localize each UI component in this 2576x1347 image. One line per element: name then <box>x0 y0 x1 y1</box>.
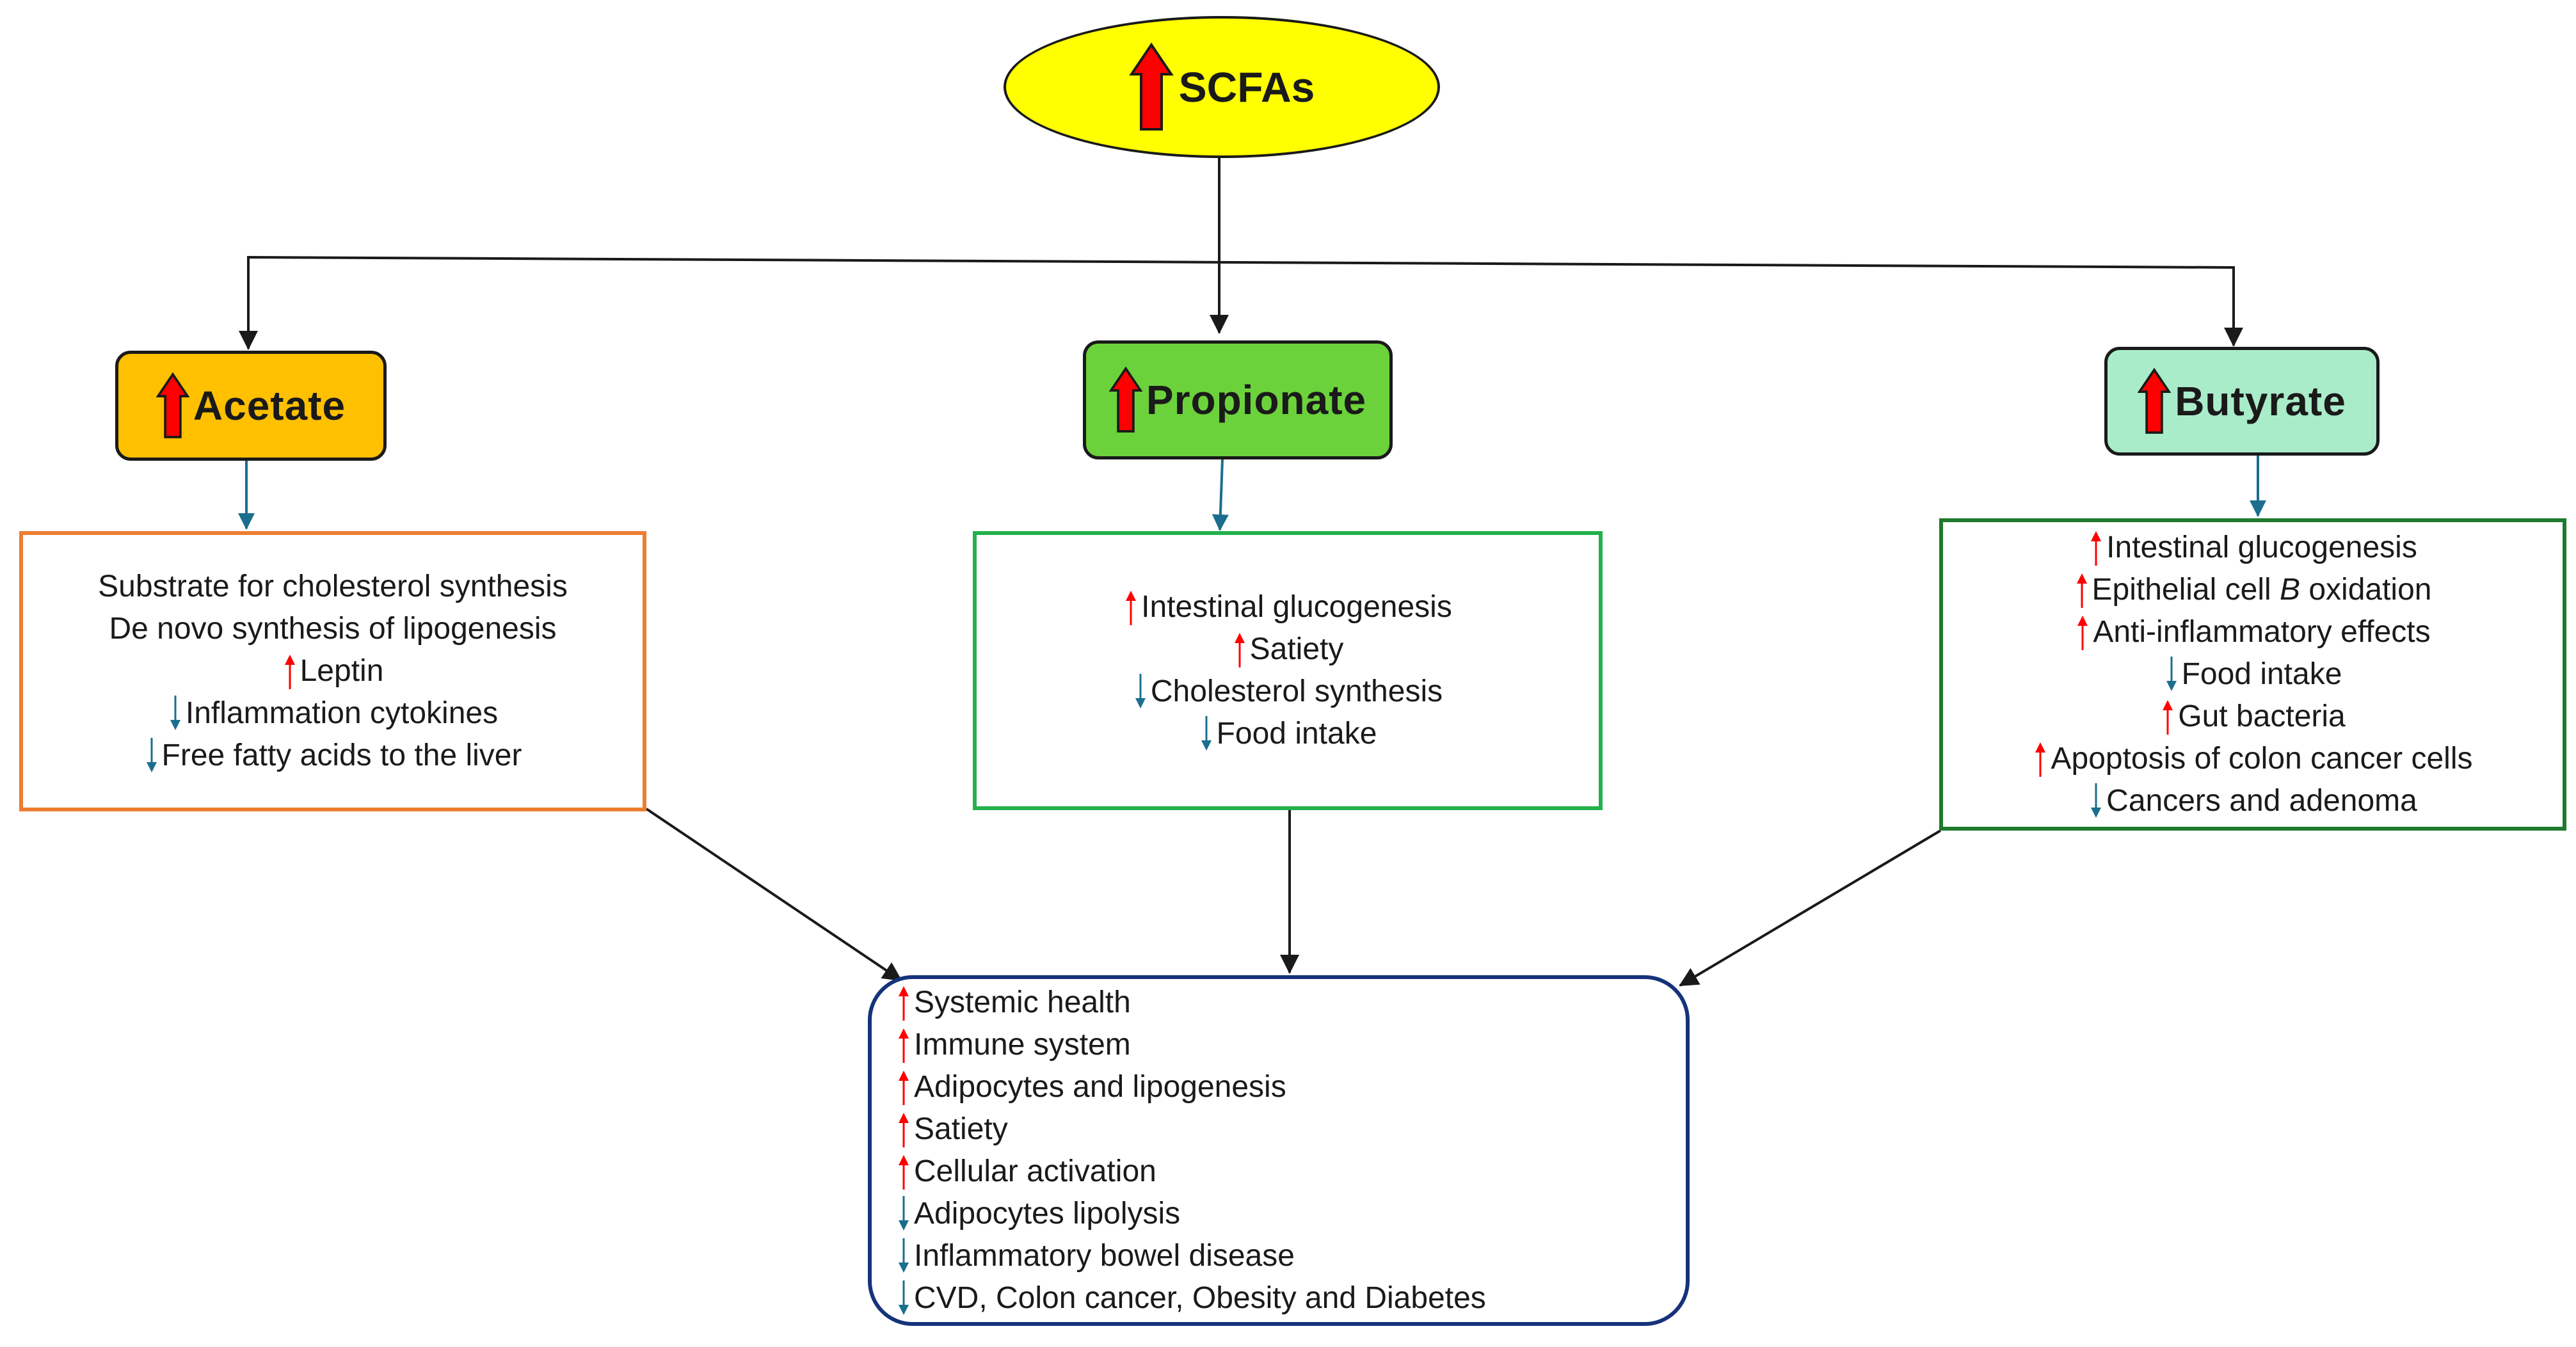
small-down-arrow-icon <box>2091 783 2102 818</box>
small-down-arrow-icon <box>1135 674 1146 708</box>
effect-item: Food intake <box>2164 653 2342 696</box>
small-up-arrow-icon <box>284 655 295 689</box>
small-up-arrow-icon <box>899 1071 909 1105</box>
effect-text: Adipocytes lipolysis <box>914 1197 1181 1231</box>
effect-item: Satiety <box>896 1108 1008 1151</box>
small-down-arrow-icon <box>170 696 180 730</box>
effect-item: CVD, Colon cancer, Obesity and Diabetes <box>896 1277 1486 1319</box>
link-propionate-box <box>1212 459 1229 531</box>
effect-item: Free fatty acids to the liver <box>144 735 522 777</box>
small-up-arrow-icon <box>899 1155 909 1190</box>
effect-item: Satiety <box>1232 628 1344 671</box>
effect-text: Inflammatory bowel disease <box>914 1239 1295 1273</box>
effect-text: Food intake <box>1216 717 1377 751</box>
effect-text: Systemic health <box>914 985 1131 1019</box>
small-up-arrow-icon <box>2076 573 2087 608</box>
butyrate-label: Butyrate <box>2175 378 2346 424</box>
scfas-label: SCFAs <box>1178 63 1315 111</box>
effect-item: Food intake <box>1199 713 1377 755</box>
small-down-arrow-icon <box>899 1280 909 1315</box>
effect-item: Inflammation cytokines <box>168 692 498 735</box>
effect-text: Leptin <box>300 654 384 688</box>
small-up-arrow-icon <box>1126 591 1137 625</box>
effect-text: Substrate for cholesterol synthesis <box>98 570 568 603</box>
effect-item: Cholesterol synthesis <box>1133 671 1443 713</box>
acetate-label: Acetate <box>193 383 346 429</box>
effect-text: Anti-inflammatory effects <box>2093 615 2431 649</box>
big-up-arrow-icon <box>2138 367 2172 434</box>
effect-item: De novo synthesis of lipogenesis <box>109 608 556 650</box>
small-up-arrow-icon <box>899 986 909 1021</box>
effect-text: Food intake <box>2181 657 2342 691</box>
effect-item: Immune system <box>896 1024 1131 1066</box>
effect-text: Free fatty acids to the liver <box>161 738 522 772</box>
effect-item: Anti-inflammatory effects <box>2075 611 2431 653</box>
acetate-effects-box: Substrate for cholesterol synthesis De no… <box>19 531 646 811</box>
effect-item: Cellular activation <box>896 1151 1156 1193</box>
big-up-arrow-icon <box>156 372 189 438</box>
effect-item: Intestinal glucogenesis <box>2088 527 2417 569</box>
effect-text: Intestinal glucogenesis <box>1141 590 1452 624</box>
small-up-arrow-icon <box>2035 742 2046 777</box>
effect-item: Inflammatory bowel disease <box>896 1235 1295 1277</box>
effect-text: Cellular activation <box>914 1154 1156 1188</box>
big-up-arrow-icon <box>1108 366 1142 433</box>
effect-text: Immune system <box>914 1028 1131 1062</box>
small-down-arrow-icon <box>2166 657 2177 691</box>
effect-item: Adipocytes and lipogenesis <box>896 1066 1286 1108</box>
link-acetate-outcome <box>645 808 902 982</box>
small-down-arrow-icon <box>899 1238 909 1273</box>
acetate-node: Acetate <box>115 351 387 461</box>
effect-item: Intestinal glucogenesis <box>1123 586 1452 628</box>
effect-text: Gut bacteria <box>2178 699 2346 733</box>
scfas-node: SCFAs <box>1004 16 1440 158</box>
small-up-arrow-icon <box>2091 531 2102 566</box>
effect-item: Adipocytes lipolysis <box>896 1193 1180 1235</box>
small-down-arrow-icon <box>146 738 157 772</box>
effect-text: Adipocytes and lipogenesis <box>914 1070 1286 1104</box>
branch-bar <box>247 255 2243 349</box>
effect-item: Cancers and adenoma <box>2088 780 2417 822</box>
effect-item: Substrate for cholesterol synthesis <box>98 566 568 608</box>
effect-text: Cholesterol synthesis <box>1150 674 1443 708</box>
small-down-arrow-icon <box>899 1196 909 1231</box>
small-up-arrow-icon <box>899 1113 909 1147</box>
effect-text: Intestinal glucogenesis <box>2106 530 2417 564</box>
effect-text: CVD, Colon cancer, Obesity and Diabetes <box>914 1281 1486 1315</box>
effect-text: Cancers and adenoma <box>2106 784 2417 818</box>
effect-text: Satiety <box>914 1112 1008 1146</box>
effect-text: De novo synthesis of lipogenesis <box>109 612 557 646</box>
small-down-arrow-icon <box>1201 716 1212 751</box>
effect-text: Satiety <box>1249 632 1344 666</box>
small-up-arrow-icon <box>2077 616 2088 650</box>
propionate-label: Propionate <box>1146 377 1367 423</box>
effect-text: Apoptosis of colon cancer cells <box>2051 742 2473 776</box>
small-up-arrow-icon <box>1234 633 1245 667</box>
big-up-arrow-icon <box>1128 42 1174 131</box>
small-up-arrow-icon <box>2163 700 2173 735</box>
effect-text: Inflammation cytokines <box>185 696 499 730</box>
effect-item: Systemic health <box>896 982 1131 1024</box>
effect-item: Epithelial cell B oxidation <box>2074 569 2432 611</box>
propionate-node: Propionate <box>1083 340 1393 459</box>
effect-item: Gut bacteria <box>2160 696 2346 738</box>
small-up-arrow-icon <box>899 1028 909 1063</box>
effect-item: Leptin <box>282 650 384 692</box>
link-butyrate-outcome <box>1679 829 1942 987</box>
butyrate-node: Butyrate <box>2104 347 2380 456</box>
effect-item: Apoptosis of colon cancer cells <box>2033 738 2473 780</box>
effect-text: Epithelial cell B oxidation <box>2092 573 2432 607</box>
